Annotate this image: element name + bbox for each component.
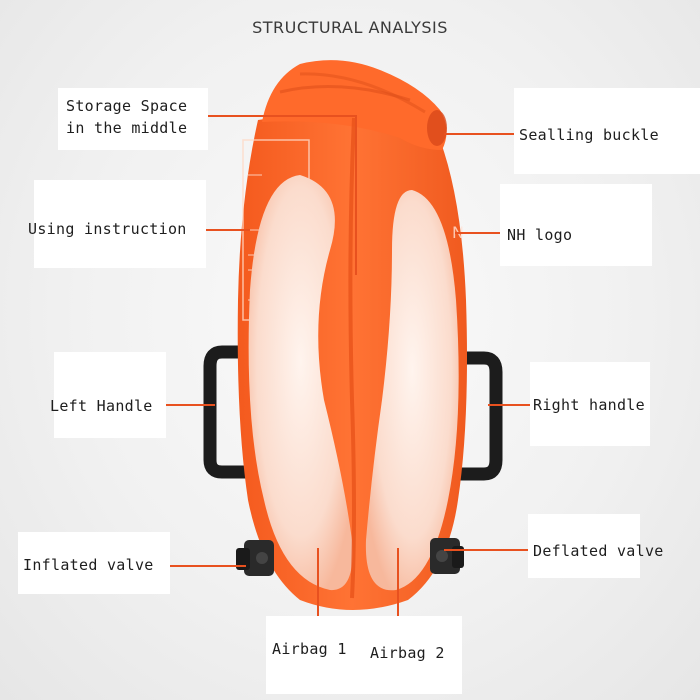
label-inflated-valve: Inflated valve [23,556,154,574]
center-seam [348,117,356,599]
label-deflated-valve: Deflated valve [533,542,664,560]
deflated-valve [430,538,464,574]
label-right-handle: Right handle [533,396,645,414]
label-box-sealing [514,88,700,174]
label-nh-logo: NH logo [507,226,573,244]
label-left-handle: Left Handle [50,397,153,415]
label-airbag-2: Airbag 2 [370,644,445,662]
leader-lines [165,115,530,640]
label-box-storage [58,88,208,150]
left-handle [203,345,252,479]
right-handle [456,351,503,481]
rolled-top [262,60,447,150]
label-airbag-1: Airbag 1 [272,640,347,658]
label-box-inflated [18,532,170,594]
label-box-airbags [266,616,462,694]
inflated-valve [236,540,274,576]
label-box-right-handle [530,362,650,446]
label-using-instruction: Using instruction [28,220,187,238]
airbag-2 [365,190,459,591]
label-storage-space: Storage Space in the middle [66,97,188,137]
label-box-deflated [528,514,640,578]
airbag-1 [248,175,353,591]
label-sealing-buckle: Sealling buckle [519,126,659,144]
label-box-logo [500,184,652,266]
diagram-title: STRUCTURAL ANALYSIS [252,18,448,37]
label-box-instruction [34,180,206,268]
label-box-left-handle [54,352,166,438]
